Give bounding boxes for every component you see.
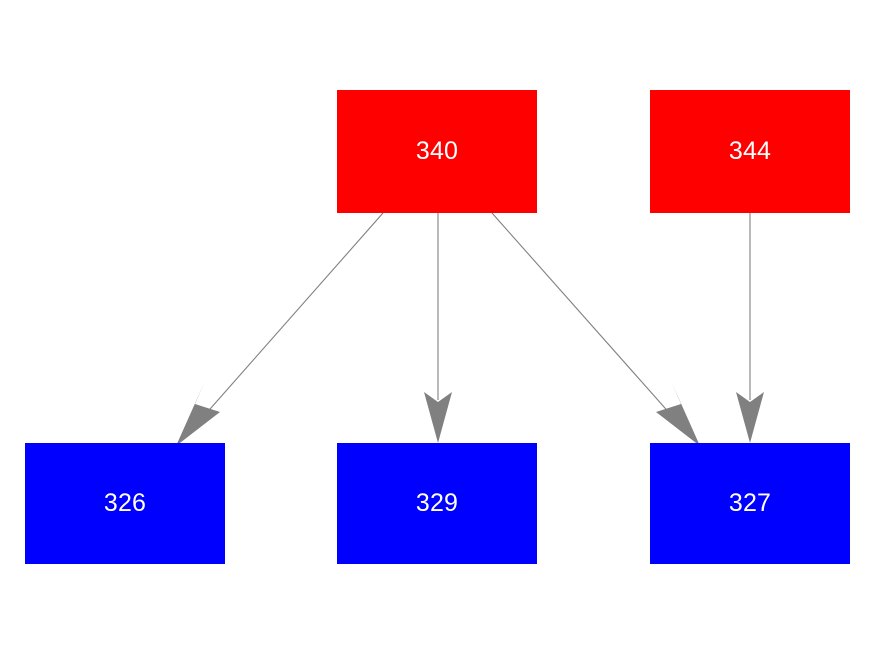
graph-node-344[interactable]: 344: [650, 90, 850, 213]
graph-node-340[interactable]: 340: [337, 90, 537, 213]
edge-line: [187, 212, 384, 435]
arrowhead-icon: [176, 381, 220, 446]
edge-344-to-327: [736, 213, 764, 443]
edge-340-to-329: [424, 213, 452, 443]
graph-node-327[interactable]: 327: [650, 443, 850, 564]
arrowhead-icon: [656, 381, 700, 446]
edge-340-to-327: [491, 212, 700, 446]
arrowhead-icon: [736, 392, 764, 443]
arrowhead-icon: [424, 392, 452, 443]
node-label: 329: [415, 489, 459, 517]
node-label: 327: [728, 489, 772, 517]
edge-340-to-326: [176, 212, 384, 446]
edge-line: [491, 212, 689, 435]
node-label: 326: [103, 489, 147, 517]
node-label: 340: [415, 137, 459, 165]
graph-node-329[interactable]: 329: [337, 443, 537, 564]
node-label: 344: [728, 137, 772, 165]
graph-node-326[interactable]: 326: [25, 443, 225, 564]
